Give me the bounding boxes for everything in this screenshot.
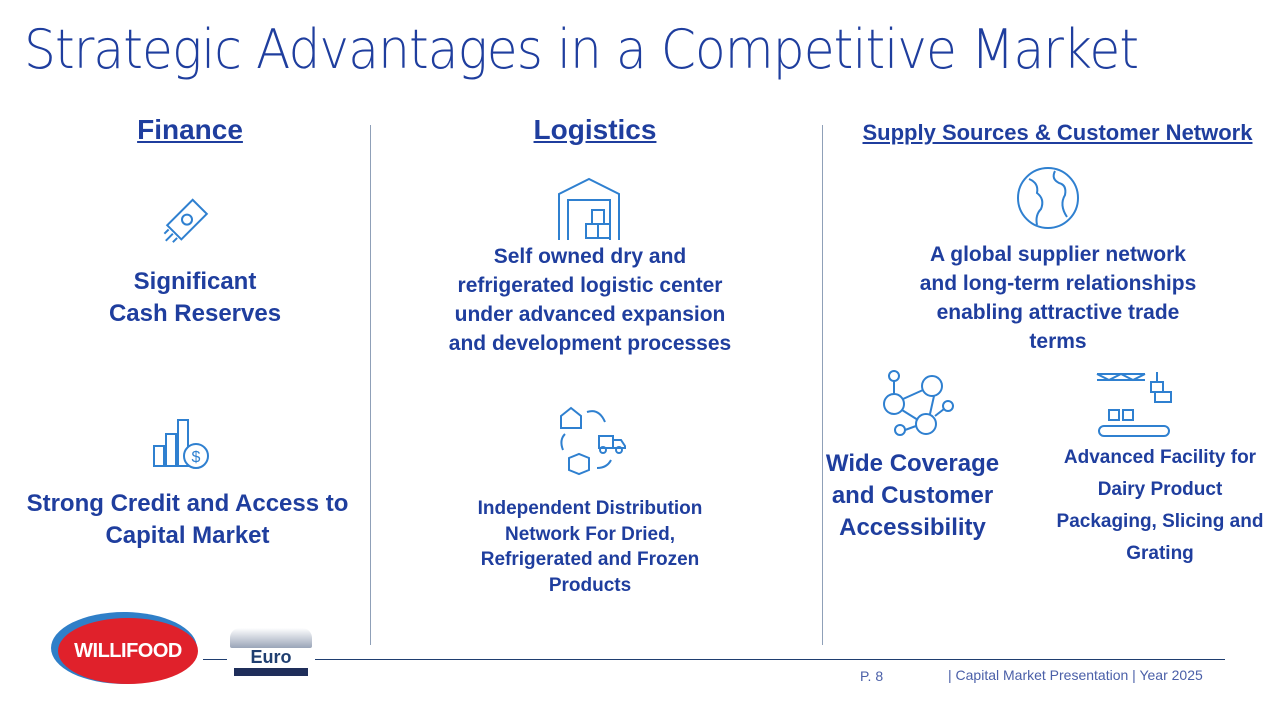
text-line: Self owned dry and: [493, 245, 687, 268]
text-line: Advanced Facility for: [1063, 447, 1257, 468]
text-line: Grating: [1126, 543, 1194, 564]
text-line: Products: [548, 574, 632, 596]
customer-network-icon: [883, 370, 954, 436]
supply-heading: Supply Sources & Customer Network: [862, 120, 1253, 145]
euro-logo-illustration: [230, 628, 312, 648]
euro-logo-text: Euro: [250, 647, 292, 667]
text-line: and Customer: [831, 482, 994, 509]
column-divider: [370, 125, 371, 645]
text-line: enabling attractive trade: [936, 301, 1180, 324]
packaging-facility-icon: [1096, 372, 1172, 437]
logistic-center-text: Self owned dry and refrigerated logistic …: [420, 242, 760, 358]
distribution-cycle-icon: [560, 406, 626, 476]
svg-text:$: $: [192, 449, 201, 466]
text-line: Network For Dried,: [505, 523, 675, 545]
cash-icon: [163, 198, 209, 243]
text-line: Wide Coverage: [825, 450, 1000, 477]
page-title: Strategic Advantages in a Competitive Ma…: [24, 18, 1139, 81]
text-line: Cash Reserves: [108, 300, 282, 327]
text-line: Dairy Product: [1097, 479, 1223, 500]
text-line: under advanced expansion: [454, 303, 726, 326]
text-line: A global supplier network: [930, 243, 1186, 266]
text-line: Significant: [133, 268, 257, 295]
willifood-logo-text: WILLIFOOD: [74, 639, 182, 662]
willifood-logo: WILLIFOOD: [58, 618, 198, 684]
page-number: P. 8: [860, 668, 884, 684]
column-divider: [822, 125, 823, 645]
footer-line: [203, 659, 227, 660]
text-line: and long-term relationships: [919, 272, 1197, 295]
text-line: Independent Distribution: [477, 498, 703, 519]
bar-chart-dollar-icon: $: [153, 419, 209, 469]
text-line: and development processes: [448, 332, 732, 355]
text-line: Packaging, Slicing and: [1056, 511, 1264, 532]
text-line: Refrigerated and Frozen: [480, 549, 700, 570]
strong-credit-text: Strong Credit and Access to Capital Marke…: [10, 488, 365, 552]
finance-heading: Finance: [137, 114, 243, 145]
euro-logo: Euro: [230, 628, 312, 680]
euro-logo-bar: [234, 668, 308, 676]
footer-presentation: | Capital Market Presentation | Year 202…: [948, 667, 1203, 683]
text-line: Strong Credit and Access to: [26, 490, 349, 517]
warehouse-icon: [558, 177, 620, 240]
footer-line: [315, 659, 1225, 660]
text-line: Capital Market: [105, 522, 270, 549]
logistics-heading: Logistics: [533, 114, 657, 145]
globe-icon: [1017, 167, 1079, 229]
supplier-network-text: A global supplier network and long-term r…: [890, 240, 1226, 356]
text-line: terms: [1029, 330, 1087, 353]
text-line: Accessibility: [839, 514, 986, 541]
text-line: refrigerated logistic center: [457, 274, 723, 297]
